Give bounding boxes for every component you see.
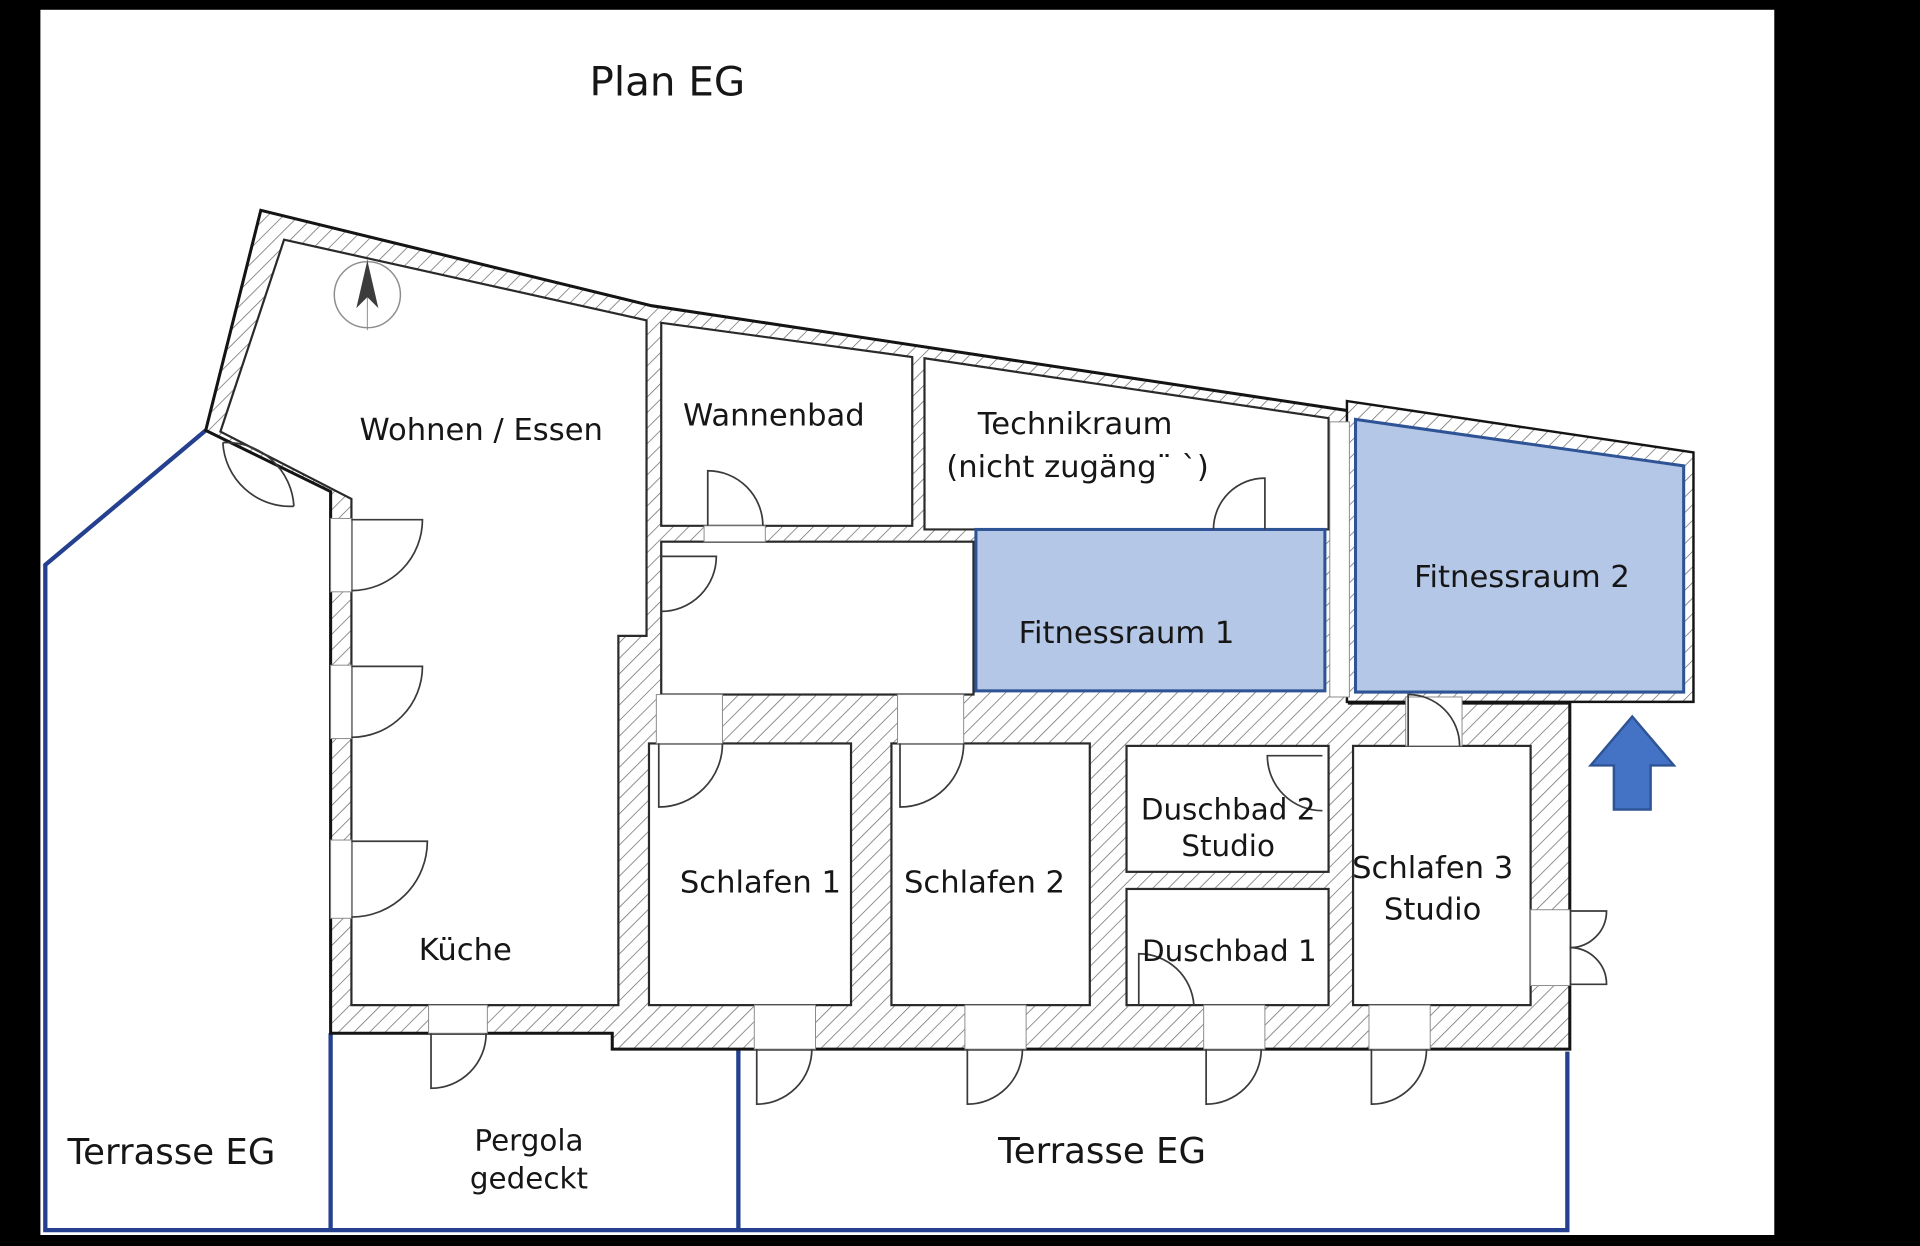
door-arc xyxy=(1569,946,1608,986)
window-opening xyxy=(330,517,352,593)
door-arc xyxy=(222,442,294,508)
room-fitnessraum-1 xyxy=(974,527,1327,693)
north-compass-icon xyxy=(333,259,402,331)
door-opening xyxy=(897,694,965,744)
room-technikraum xyxy=(923,356,1330,531)
room-unlabeled xyxy=(660,540,975,696)
door-arc xyxy=(1137,952,1195,1006)
label-kueche: Küche xyxy=(419,933,512,968)
label-technikraum-line2: (nicht zugäng¨ `) xyxy=(946,450,1208,485)
label-fitnessraum-2: Fitnessraum 2 xyxy=(1414,560,1630,595)
door-arc xyxy=(1407,693,1461,746)
door-opening xyxy=(703,525,766,543)
window-opening xyxy=(330,839,352,919)
door-arcs xyxy=(222,441,1608,1106)
door-arc xyxy=(661,555,718,613)
door-arc xyxy=(351,665,424,739)
door-arc xyxy=(706,469,764,526)
door-arc xyxy=(351,518,424,592)
room-wannenbad xyxy=(660,321,914,527)
label-duschbad-2-line2: Studio xyxy=(1181,829,1275,863)
door-arc xyxy=(1205,1049,1263,1106)
label-wohnen-essen: Wohnen / Essen xyxy=(360,413,603,448)
window-opening xyxy=(330,664,352,740)
label-duschbad-1: Duschbad 1 xyxy=(1142,934,1317,968)
door-opening xyxy=(1203,1004,1266,1050)
label-schlafen-1: Schlafen 1 xyxy=(680,866,841,901)
terrace-outline xyxy=(43,428,1570,1233)
compass-needle xyxy=(356,260,379,309)
page-title: Plan EG xyxy=(590,58,746,105)
label-terrasse-left: Terrasse EG xyxy=(67,1132,276,1173)
room-fitnessraum-2 xyxy=(1353,417,1686,694)
label-pergola-line1: Pergola xyxy=(474,1124,583,1158)
corridor-strip xyxy=(1329,421,1350,698)
door-opening xyxy=(1530,909,1571,987)
entrance-arrow-icon xyxy=(1587,714,1677,811)
room-schlafen-3 xyxy=(1351,744,1532,1007)
label-technikraum-line1: Technikraum xyxy=(977,407,1173,442)
label-schlafen-2: Schlafen 2 xyxy=(904,866,1065,901)
door-arc xyxy=(1266,754,1323,812)
door-opening xyxy=(964,1004,1027,1050)
door-opening xyxy=(1368,1004,1431,1050)
door-opening xyxy=(753,1004,816,1050)
door-arc xyxy=(222,441,295,507)
door-opening xyxy=(428,1004,488,1034)
door-opening xyxy=(655,694,723,744)
door-arc xyxy=(430,1033,487,1090)
label-schlafen-3-line1: Schlafen 3 xyxy=(1352,851,1513,886)
wall-openings xyxy=(330,517,1571,1050)
label-schlafen-3-line2: Studio xyxy=(1384,893,1481,928)
door-arc xyxy=(966,1049,1024,1106)
label-duschbad-2-line1: Duschbad 2 xyxy=(1141,792,1316,826)
door-arc xyxy=(1370,1049,1428,1106)
label-wannenbad: Wannenbad xyxy=(683,399,865,434)
door-arc xyxy=(657,743,724,808)
label-terrasse-right: Terrasse EG xyxy=(997,1131,1206,1172)
label-pergola-line2: gedeckt xyxy=(470,1162,588,1196)
label-fitnessraum-1: Fitnessraum 1 xyxy=(1019,616,1235,651)
room-duschbad-2 xyxy=(1125,744,1330,873)
door-arc xyxy=(755,1049,813,1106)
door-arc xyxy=(1569,910,1608,949)
door-arc xyxy=(1212,477,1266,530)
room-schlafen-1 xyxy=(647,742,853,1007)
door-arc xyxy=(899,743,965,808)
door-arc xyxy=(351,840,429,918)
